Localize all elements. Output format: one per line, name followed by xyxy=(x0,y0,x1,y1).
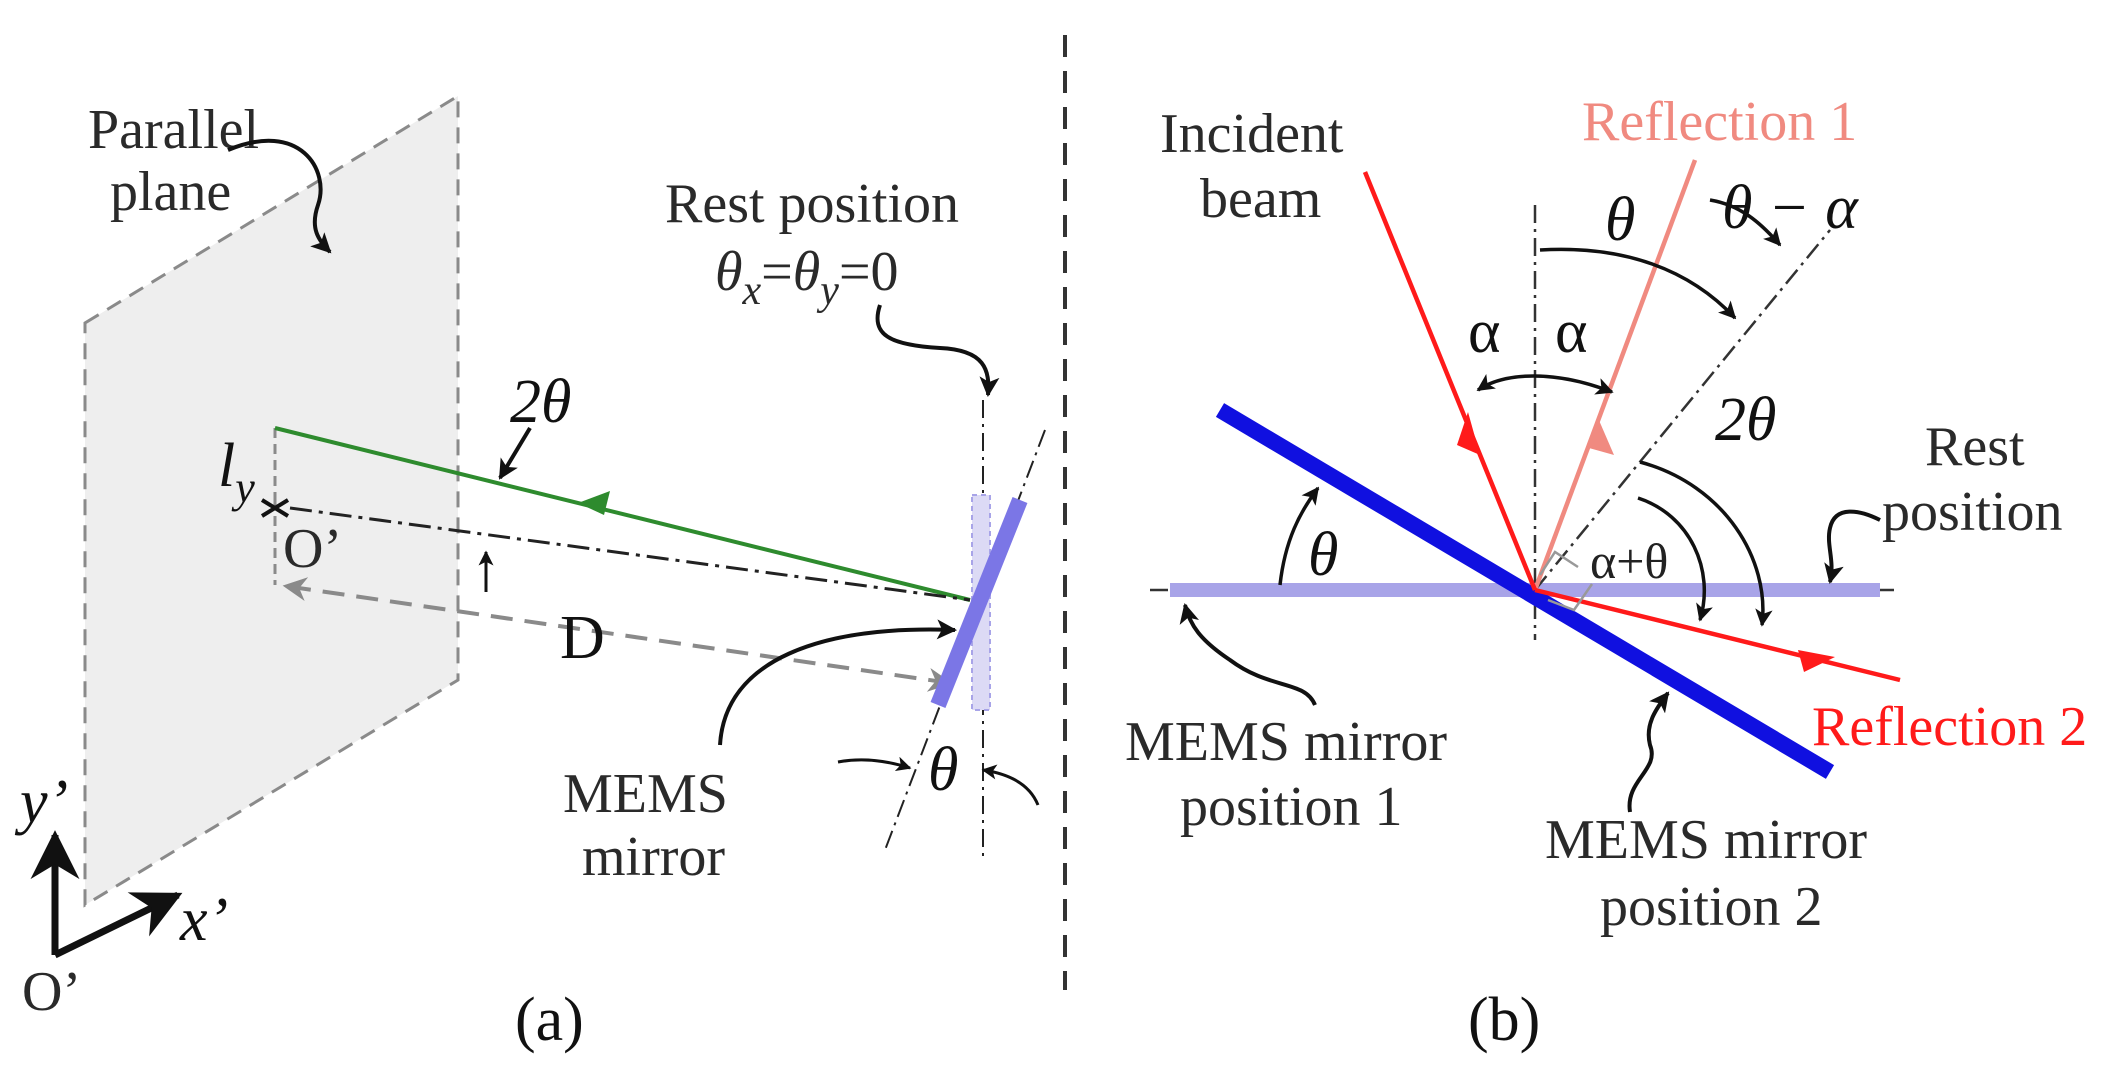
caption-b: (b) xyxy=(1468,986,1540,1054)
mems-mirror-a xyxy=(930,497,1028,708)
theta-left-arc xyxy=(1278,486,1320,586)
two-theta-arc-b xyxy=(1639,460,1773,627)
mems-mirror-label-a: MEMS mirror xyxy=(563,763,742,888)
alpha-plus-theta-label: α+θ xyxy=(1590,533,1668,589)
origin-label: O’ xyxy=(283,518,342,580)
distance-arrow xyxy=(282,577,953,692)
incident-beam-arrowhead xyxy=(1457,412,1480,455)
theta-left-label: θ xyxy=(1308,521,1338,589)
theta-arrow-left-a xyxy=(837,756,912,772)
alpha-plus-theta-arc xyxy=(1637,496,1713,622)
reflection-1-label: Reflection 1 xyxy=(1582,91,1857,153)
theta-top-arc xyxy=(1539,247,1737,320)
mems-position-2-label: MEMS mirror position 2 xyxy=(1545,809,1881,938)
reflection-1-arrowhead xyxy=(1589,418,1614,455)
theta-arrow-right-a xyxy=(981,764,1040,806)
tilted-normal-b xyxy=(1534,229,1831,591)
theta-label-a: θ xyxy=(928,736,958,804)
mems-position-1-pointer xyxy=(1179,603,1317,706)
mems-mirror-pointer-a xyxy=(718,619,957,746)
rest-position-label-b: Rest position xyxy=(1882,416,2062,543)
mems-position-1-label: MEMS mirror position 1 xyxy=(1125,711,1461,838)
right-angle-mark-1 xyxy=(1538,550,1579,576)
alpha-left-label: α xyxy=(1468,298,1500,366)
caption-a: (a) xyxy=(515,986,584,1054)
rest-position-pointer-b xyxy=(1824,509,1881,584)
reflection-2-label: Reflection 2 xyxy=(1812,696,2087,758)
distance-label: D xyxy=(560,604,605,672)
ly-label: ly xyxy=(218,432,255,512)
reflected-beam-arrowhead xyxy=(578,491,610,515)
incident-beam-label: Incident beam xyxy=(1160,103,1357,230)
rest-condition-label: θx=θy=0 xyxy=(715,241,899,314)
rest-position-pointer-a xyxy=(875,304,1000,397)
reflection-1-beam xyxy=(1532,159,1698,591)
theta-minus-alpha-arc xyxy=(1709,198,1782,247)
incident-beam xyxy=(1362,171,1538,591)
theta-minus-alpha-label: θ − α xyxy=(1722,174,1859,242)
reflected-beam xyxy=(274,426,971,602)
axis-y-label: y’ xyxy=(14,768,68,836)
axis-origin-label: O’ xyxy=(22,961,81,1023)
two-theta-label-b: 2θ xyxy=(1715,386,1776,454)
theta-top-label: θ xyxy=(1605,186,1635,254)
alpha-arc xyxy=(1476,373,1614,395)
reflection-2-arrowhead xyxy=(1798,650,1835,672)
origin-cross-mark xyxy=(260,498,290,518)
reflection-2-beam xyxy=(1534,587,1901,683)
rest-position-label-a: Rest position xyxy=(665,173,959,235)
parallel-plane-pointer xyxy=(227,138,332,254)
mems-mirror-position-1 xyxy=(1215,403,1835,779)
axis-x-arrow xyxy=(53,891,183,959)
right-angle-mark-2 xyxy=(1547,583,1594,612)
two-theta-label-a: 2θ xyxy=(510,368,571,436)
panel-a: Parallel plane D 2θ ly O’ Rest position … xyxy=(14,93,1046,1054)
panel-b: Incident beam Reflection 1 θ θ − α α α 2… xyxy=(1125,91,2087,1054)
axis-x-label: x’ xyxy=(179,886,228,954)
alpha-right-label: α xyxy=(1555,298,1587,366)
two-theta-pointer-a xyxy=(498,426,532,480)
mems-position-2-pointer xyxy=(1627,691,1670,813)
parallel-plane-label: Parallel plane xyxy=(88,99,273,223)
